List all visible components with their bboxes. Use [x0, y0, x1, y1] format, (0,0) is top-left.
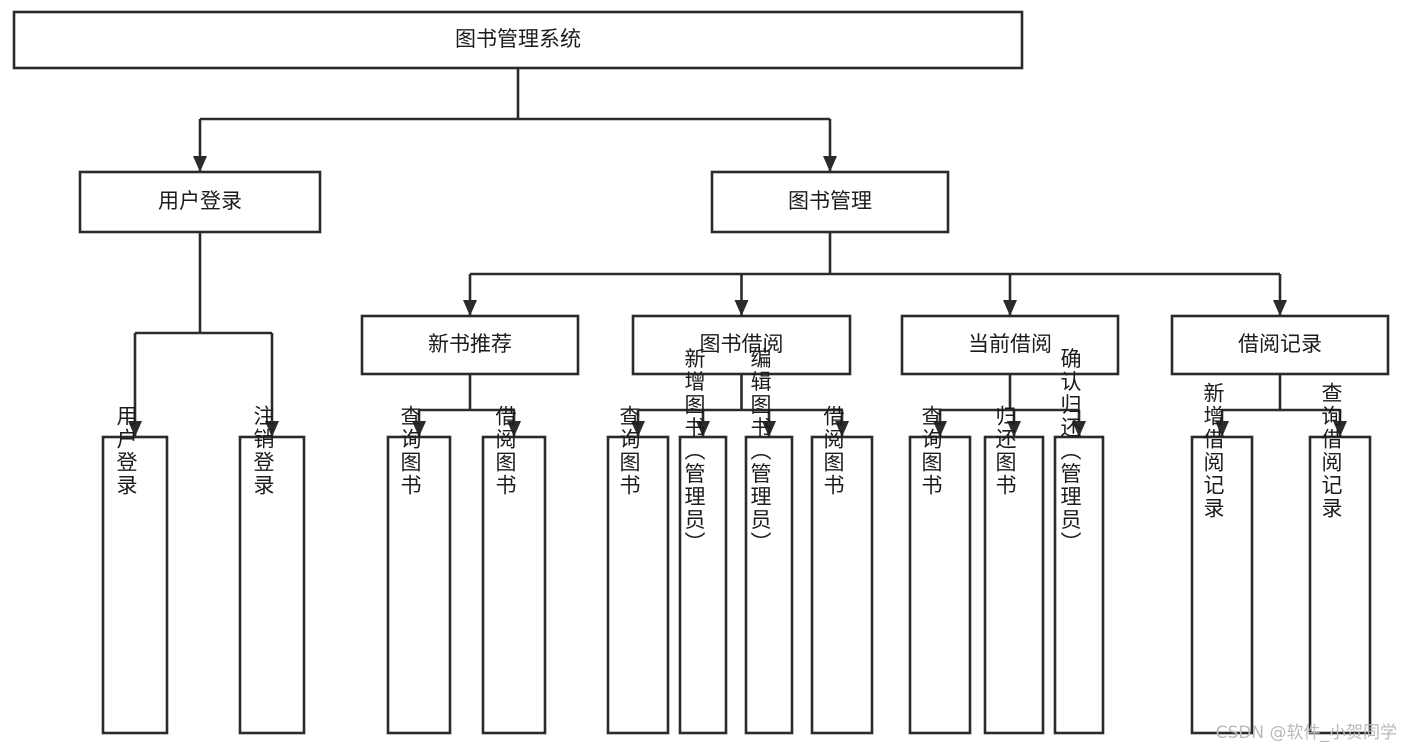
- node-label-user-logout-leaf: 注销登录: [251, 405, 275, 497]
- arrow-head-icon: [933, 421, 947, 437]
- node-nbr-borrow-book[interactable]: 借阅图书: [481, 405, 547, 735]
- arrow-head-icon: [128, 421, 142, 437]
- node-label-br-query-record: 查询借阅记录: [1319, 382, 1343, 520]
- arrow-head-icon: [734, 300, 749, 316]
- node-label-cb-confirm-return: 确认归还（管理员）: [1058, 348, 1082, 555]
- arrow-head-icon: [265, 421, 279, 437]
- node-cb-query-book[interactable]: 查询图书: [908, 405, 972, 735]
- node-bb-borrow-book[interactable]: 借阅图书: [810, 405, 874, 735]
- node-label-borrow-record: 借阅记录: [1238, 332, 1322, 356]
- node-cb-confirm-return[interactable]: 确认归还（管理员）: [1053, 348, 1105, 735]
- node-label-bb-add-book: 新增图书（管理员）: [682, 348, 706, 555]
- node-label-user-login-leaf: 用户登录: [114, 405, 138, 497]
- node-box-br-add-record: [1190, 435, 1254, 735]
- node-label-bb-borrow-book: 借阅图书: [821, 405, 845, 497]
- node-label-br-add-record: 新增借阅记录: [1201, 382, 1225, 520]
- node-bb-edit-book[interactable]: 编辑图书（管理员）: [744, 348, 794, 735]
- arrow-head-icon: [1333, 421, 1347, 437]
- arrow-head-icon: [1273, 300, 1287, 316]
- node-current-borrow[interactable]: 当前借阅: [900, 314, 1120, 376]
- nodes-layer: 图书管理系统用户登录用户登录注销登录图书管理新书推荐查询图书借阅图书图书借阅查询…: [12, 10, 1390, 735]
- node-user-login[interactable]: 用户登录: [78, 170, 322, 234]
- node-book-manage[interactable]: 图书管理: [710, 170, 950, 234]
- node-bb-query-book[interactable]: 查询图书: [606, 405, 670, 735]
- node-box-bb-edit-book: [744, 435, 794, 735]
- node-box-cb-return-book: [983, 435, 1045, 735]
- node-label-new-book-recommend: 新书推荐: [428, 332, 512, 356]
- node-label-user-login: 用户登录: [158, 189, 242, 213]
- node-box-nbr-query-book: [386, 435, 452, 735]
- node-nbr-query-book[interactable]: 查询图书: [386, 405, 452, 735]
- node-user-logout-leaf[interactable]: 注销登录: [238, 405, 306, 735]
- arrow-head-icon: [1003, 300, 1017, 316]
- node-box-cb-confirm-return: [1053, 435, 1105, 735]
- node-label-book-borrow: 图书借阅: [700, 332, 784, 356]
- node-bb-add-book[interactable]: 新增图书（管理员）: [678, 348, 728, 735]
- node-root[interactable]: 图书管理系统: [12, 10, 1024, 70]
- node-box-user-login: [78, 170, 322, 234]
- arrow-head-icon: [631, 421, 645, 437]
- node-box-book-borrow: [631, 314, 852, 376]
- arrow-head-icon: [1007, 421, 1021, 437]
- arrow-head-icon: [507, 421, 521, 437]
- arrow-head-icon: [193, 156, 207, 172]
- arrow-head-icon: [412, 421, 426, 437]
- node-new-book-recommend[interactable]: 新书推荐: [360, 314, 580, 376]
- node-label-nbr-borrow-book: 借阅图书: [493, 405, 517, 497]
- node-box-book-manage: [710, 170, 950, 234]
- node-label-cb-return-book: 归还图书: [993, 405, 1017, 497]
- node-label-cb-query-book: 查询图书: [919, 405, 943, 497]
- node-label-root: 图书管理系统: [455, 27, 581, 51]
- node-br-query-record[interactable]: 查询借阅记录: [1308, 382, 1372, 735]
- arrow-head-icon: [696, 421, 710, 437]
- node-box-cb-query-book: [908, 435, 972, 735]
- connectors-layer: [128, 68, 1347, 437]
- node-box-user-login-leaf: [101, 435, 169, 735]
- node-cb-return-book[interactable]: 归还图书: [983, 405, 1045, 735]
- csdn-watermark: CSDN @软件_小贺同学: [1215, 723, 1397, 743]
- node-label-bb-edit-book: 编辑图书（管理员）: [748, 348, 772, 555]
- node-box-user-logout-leaf: [238, 435, 306, 735]
- node-box-new-book-recommend: [360, 314, 580, 376]
- node-box-br-query-record: [1308, 435, 1372, 735]
- node-label-nbr-query-book: 查询图书: [398, 405, 422, 497]
- node-box-current-borrow: [900, 314, 1120, 376]
- node-box-bb-add-book: [678, 435, 728, 735]
- node-user-login-leaf[interactable]: 用户登录: [101, 405, 169, 735]
- arrow-head-icon: [835, 421, 849, 437]
- arrow-head-icon: [463, 300, 477, 316]
- node-box-nbr-borrow-book: [481, 435, 547, 735]
- arrow-head-icon: [1072, 421, 1086, 437]
- node-br-add-record[interactable]: 新增借阅记录: [1190, 382, 1254, 735]
- node-book-borrow[interactable]: 图书借阅: [631, 314, 852, 376]
- node-box-bb-borrow-book: [810, 435, 874, 735]
- node-box-bb-query-book: [606, 435, 670, 735]
- node-label-current-borrow: 当前借阅: [968, 332, 1052, 356]
- node-box-borrow-record: [1170, 314, 1390, 376]
- node-label-bb-query-book: 查询图书: [617, 405, 641, 497]
- arrow-head-icon: [1215, 421, 1229, 437]
- node-box-root: [12, 10, 1024, 70]
- arrow-head-icon: [762, 421, 776, 437]
- arrow-head-icon: [823, 156, 837, 172]
- node-label-book-manage: 图书管理: [788, 189, 872, 213]
- node-borrow-record[interactable]: 借阅记录: [1170, 314, 1390, 376]
